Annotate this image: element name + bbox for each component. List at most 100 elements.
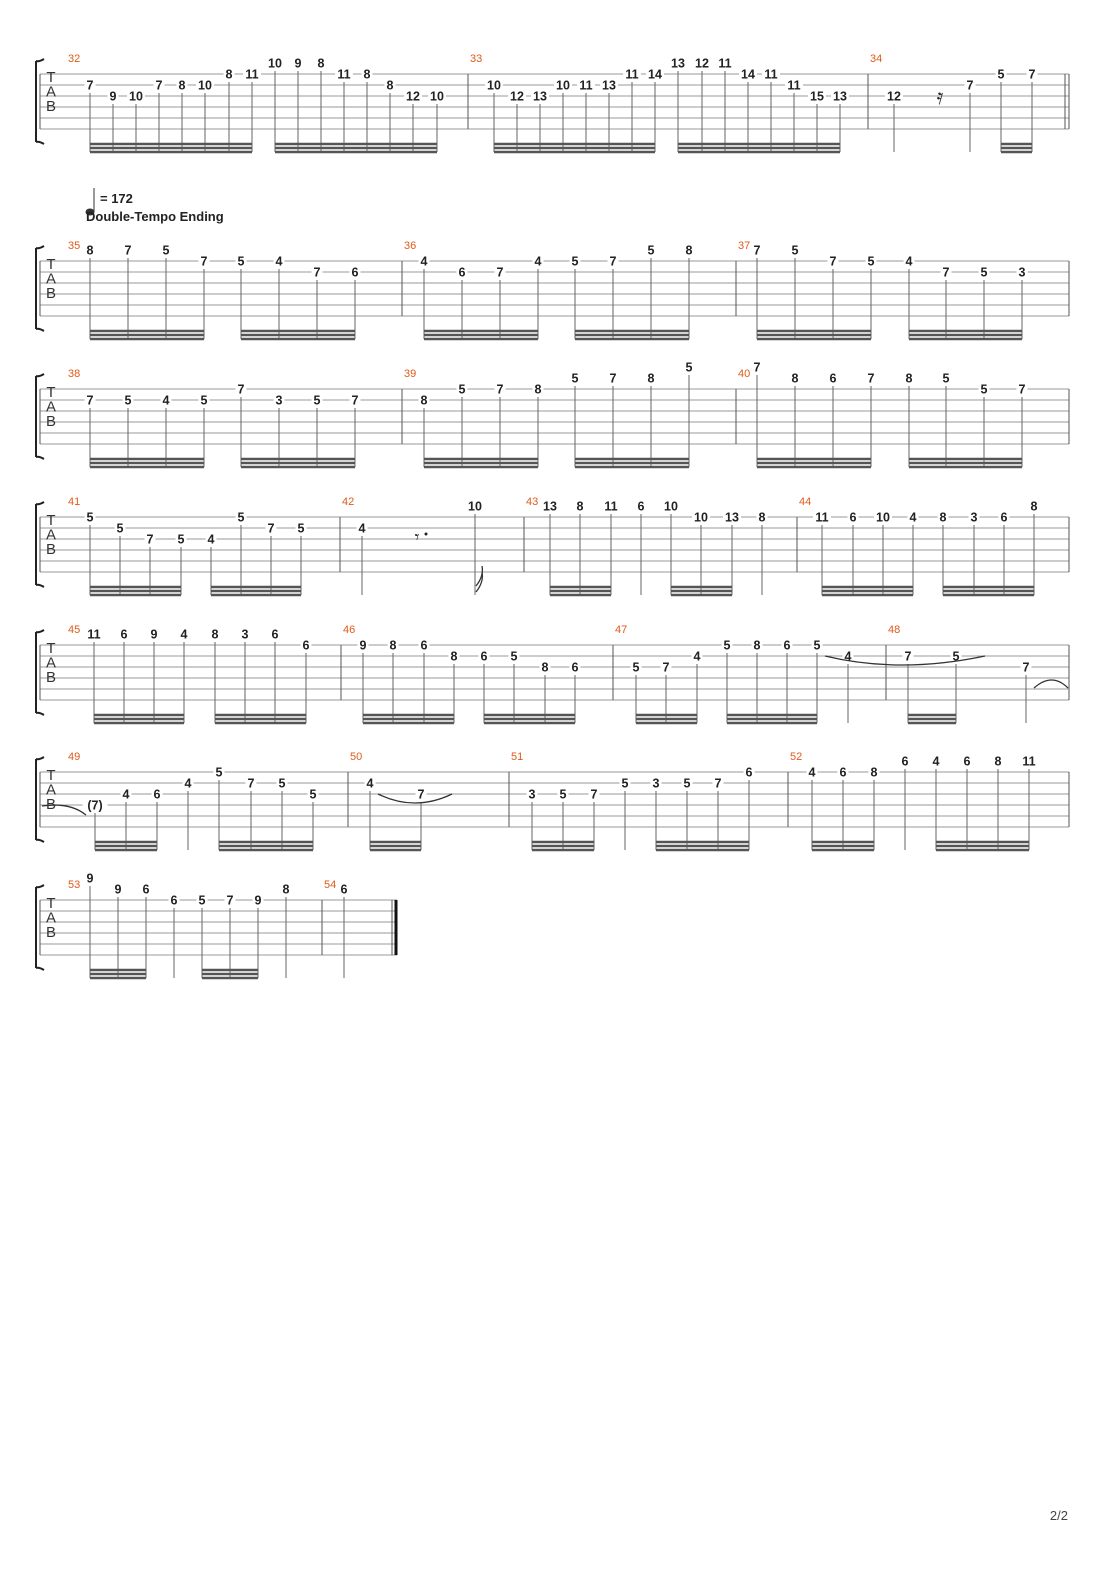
fret-background: [526, 788, 538, 800]
fret-number: 8: [283, 883, 290, 897]
fret-number: 7: [238, 383, 245, 397]
fret-number: 6: [143, 883, 150, 897]
fret-background: [418, 255, 430, 267]
fret-number: 13: [543, 500, 557, 514]
fret-number: 12: [510, 90, 524, 104]
measure-number: 35: [68, 240, 80, 252]
fret-number: 15: [810, 90, 824, 104]
fret-number: 5: [981, 383, 988, 397]
fret-background: [721, 639, 733, 651]
fret-number: 7: [610, 372, 617, 386]
fret-background: [349, 266, 361, 278]
fret-background: [723, 511, 741, 523]
fret-background: [683, 244, 695, 256]
fret-number: 8: [759, 511, 766, 525]
fret-number: 8: [451, 650, 458, 664]
fret-number: 6: [964, 755, 971, 769]
fret-number: 4: [535, 255, 542, 269]
fret-number: 11: [764, 68, 777, 82]
fret-background: [205, 533, 217, 545]
fret-number: 12: [887, 90, 901, 104]
fret-number: 5: [511, 650, 518, 664]
measure-number: 34: [870, 53, 882, 65]
fret-background: [1016, 383, 1028, 395]
fret-background: [692, 511, 710, 523]
fret-background: [968, 511, 980, 523]
fret-background: [84, 511, 96, 523]
fret-background: [789, 372, 801, 384]
sixteenth-rest-icon: 𝄿: [937, 85, 944, 110]
fret-number: 4: [359, 522, 366, 536]
fret-background: [269, 628, 281, 640]
fret-number: 10: [198, 79, 212, 93]
page-number: 2/2: [1049, 1508, 1068, 1523]
fret-background: [508, 650, 520, 662]
tab-clef-letter: T: [46, 640, 55, 657]
tab-clef-letter: A: [46, 782, 56, 799]
fret-number: 5: [684, 777, 691, 791]
fret-number: 10: [664, 500, 678, 514]
fret-number: 8: [577, 500, 584, 514]
fret-number: 10: [129, 90, 143, 104]
system-bracket: [35, 884, 45, 971]
fret-background: [122, 394, 134, 406]
fret-background: [751, 361, 763, 373]
fret-number: 4: [123, 788, 130, 802]
fret-number: 6: [121, 628, 128, 642]
fret-background: [300, 639, 312, 651]
fret-background: [541, 500, 559, 512]
fret-background: [160, 394, 172, 406]
fret-background: [940, 266, 952, 278]
fret-number: 7: [87, 79, 94, 93]
fret-number: 10: [468, 500, 482, 514]
fret-background: [175, 533, 187, 545]
fret-background: [456, 266, 468, 278]
fret-number: 7: [248, 777, 255, 791]
fret-number: 8: [387, 79, 394, 93]
fret-number: 9: [115, 883, 122, 897]
fret-background: [650, 777, 662, 789]
fret-background: [964, 79, 976, 91]
fret-number: 4: [163, 394, 170, 408]
fret-number: 8: [542, 661, 549, 675]
fret-background: [557, 788, 569, 800]
fret-number: 8: [871, 766, 878, 780]
fret-background: [619, 777, 631, 789]
fret-number: 6: [303, 639, 310, 653]
fret-background: [865, 255, 877, 267]
fret-background: [196, 79, 214, 91]
fret-number: 8: [686, 244, 693, 258]
fret-number: 5: [868, 255, 875, 269]
fret-background: [178, 628, 190, 640]
fret-background: [235, 511, 247, 523]
fret-background: [630, 661, 642, 673]
fret-background: [660, 661, 672, 673]
fret-number: (7): [87, 799, 102, 813]
fret-background: [235, 383, 247, 395]
fret-background: [602, 500, 620, 512]
fret-background: [978, 266, 990, 278]
fret-number: 5: [943, 372, 950, 386]
fret-background: [357, 639, 369, 651]
fret-number: 9: [360, 639, 367, 653]
fret-number: 9: [151, 628, 158, 642]
system-bracket: [35, 501, 45, 588]
fret-background: [280, 883, 292, 895]
tab-clef-letter: B: [46, 669, 56, 686]
fret-number: 7: [314, 266, 321, 280]
fret-number: 6: [830, 372, 837, 386]
measure-number: 45: [68, 624, 80, 636]
fret-number: 3: [1019, 266, 1026, 280]
rest-dot: [424, 532, 428, 536]
fret-number: 12: [406, 90, 420, 104]
fret-background: [356, 522, 368, 534]
fret-background: [127, 90, 145, 102]
fret-number: 9: [87, 872, 94, 886]
fret-background: [531, 90, 549, 102]
measure-number: 51: [511, 751, 523, 763]
fret-number: 4: [367, 777, 374, 791]
fret-background: [789, 244, 801, 256]
